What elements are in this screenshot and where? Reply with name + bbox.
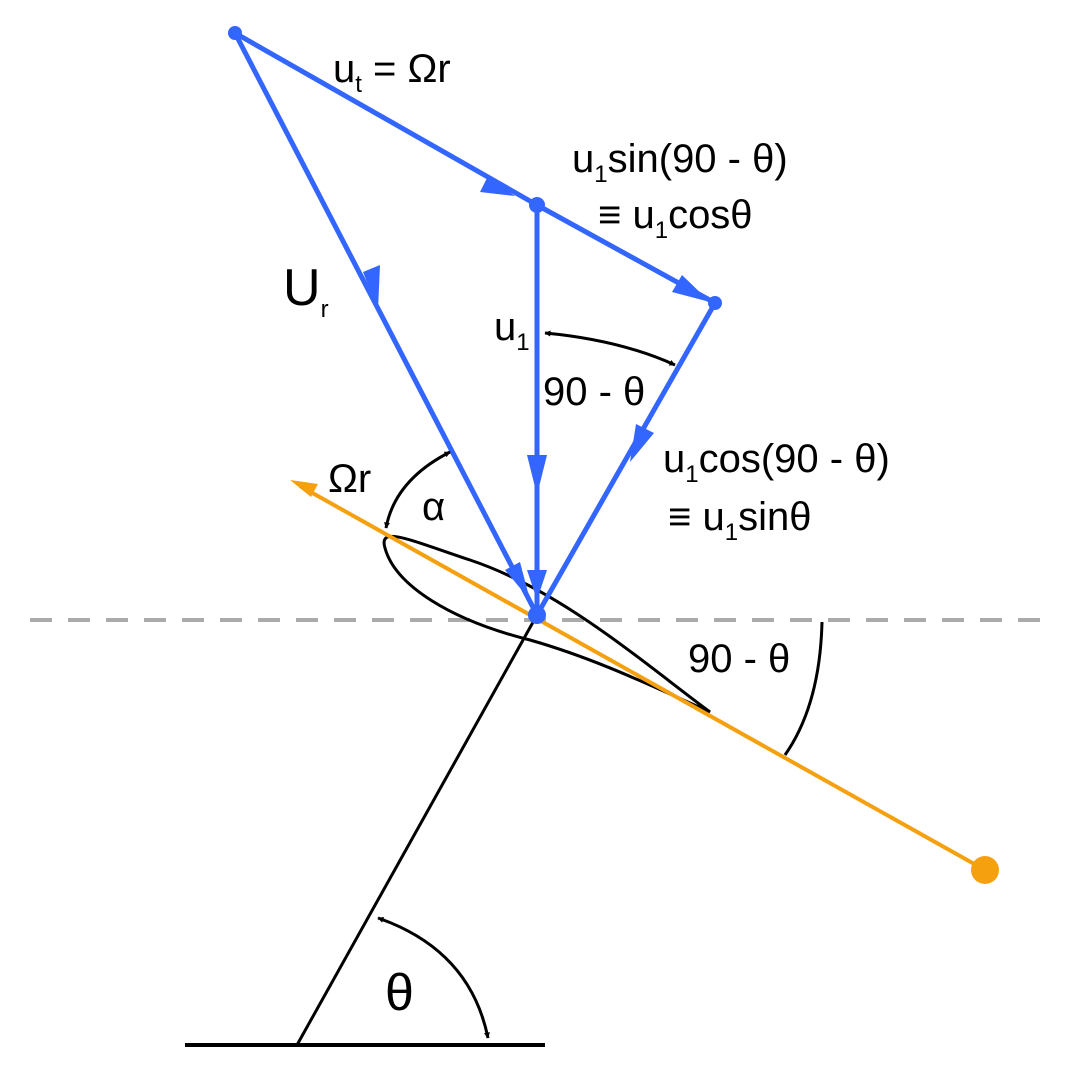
arrowhead-icon	[672, 275, 710, 302]
alpha-label: α	[422, 485, 445, 529]
u1-sin-equivalent-label: ≡ u1sinθ	[668, 495, 811, 546]
inner-angle-arc	[544, 330, 676, 367]
u1-cos-label: u1cos(90 - θ)	[663, 437, 890, 488]
vertex-dot	[228, 26, 242, 40]
velocity-vectors	[232, 30, 718, 617]
outer-angle-label: 90 - θ	[688, 637, 790, 681]
omega-r-label: Ωr	[328, 457, 371, 501]
inner-angle-label: 90 - θ	[543, 370, 645, 414]
vertex-dot	[708, 296, 722, 310]
airfoil-shape	[382, 534, 711, 714]
u1-sin-label: u1sin(90 - θ)	[572, 137, 788, 188]
Ur-label: Ur	[283, 259, 329, 323]
chord-arrowhead	[290, 480, 318, 497]
blue-arrowheads	[228, 26, 722, 624]
ut-label: ut = Ωr	[333, 47, 451, 98]
arrowhead-icon	[505, 562, 530, 600]
u1-cos-component	[534, 301, 718, 617]
outer-angle-arc	[783, 621, 824, 756]
chord-end-dot	[971, 856, 999, 884]
strut-line	[295, 614, 539, 1046]
arrowhead-icon	[480, 176, 515, 196]
theta-label: θ	[385, 964, 414, 1022]
arrowhead-icon	[527, 455, 547, 495]
vertex-dot	[528, 606, 546, 624]
arrowhead-icon	[527, 570, 547, 600]
u1-label: u1	[494, 305, 530, 356]
arrowhead-icon	[630, 424, 654, 462]
alpha-angle-arc	[384, 450, 451, 529]
u1-cos-equivalent-label: ≡ u1cosθ	[598, 193, 753, 244]
ut-vector	[233, 30, 539, 208]
arrowhead-icon	[363, 265, 380, 310]
theta-angle-arc	[377, 916, 490, 1039]
chord-line	[299, 484, 986, 872]
Ur-vector	[232, 31, 540, 617]
vertex-dot	[529, 197, 545, 213]
